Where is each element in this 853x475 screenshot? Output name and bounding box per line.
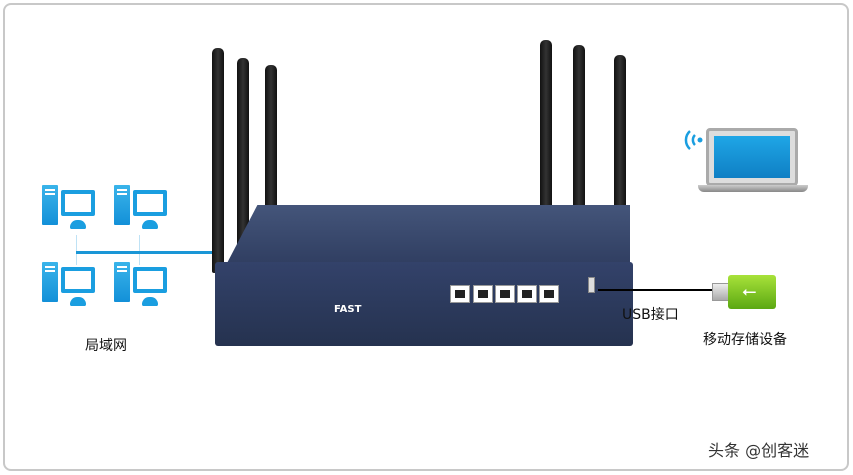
- router-brand: FAST: [334, 304, 362, 315]
- wifi-icon: [684, 130, 703, 150]
- ethernet-port: [539, 285, 559, 303]
- lan-connector: [76, 235, 77, 265]
- ethernet-port: [450, 285, 470, 303]
- antenna: [573, 45, 585, 225]
- watermark: 头条 @创客迷: [708, 441, 810, 460]
- ethernet-port: [473, 285, 493, 303]
- lan-label: 局域网: [85, 338, 127, 354]
- computer-icon: [114, 262, 170, 314]
- router-front-panel: [215, 262, 633, 346]
- antenna: [540, 40, 552, 220]
- router-top: [225, 205, 630, 267]
- usb-port-label: USB接口: [622, 307, 679, 323]
- usb-port: [588, 277, 595, 293]
- usb-cable: [598, 289, 712, 291]
- antenna: [212, 48, 224, 273]
- ethernet-port: [517, 285, 537, 303]
- lan-cable: [76, 251, 213, 254]
- antenna: [614, 55, 626, 245]
- computer-icon: [42, 262, 98, 314]
- diagram-frame: [3, 3, 849, 471]
- usb-device-label: 移动存储设备: [703, 332, 787, 348]
- computer-icon: [42, 185, 98, 237]
- ethernet-port: [495, 285, 515, 303]
- computer-icon: [114, 185, 170, 237]
- lan-connector: [139, 235, 140, 265]
